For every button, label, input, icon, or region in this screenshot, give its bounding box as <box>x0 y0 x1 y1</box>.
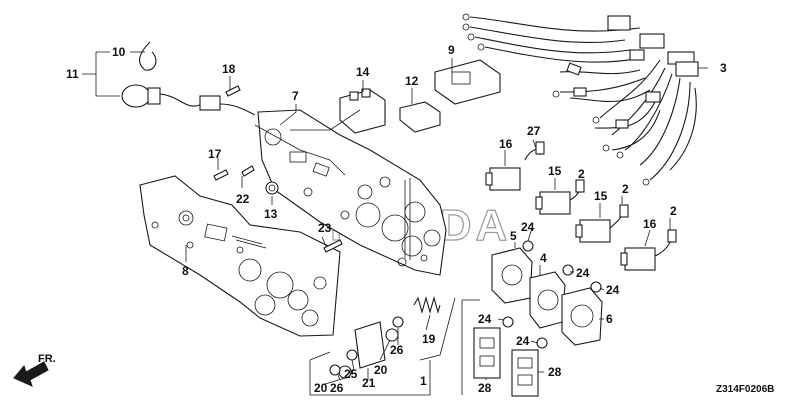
switch-with-cord <box>121 84 256 116</box>
grommet-13 <box>265 181 279 195</box>
callout-13: 13 <box>264 207 278 221</box>
receptacle-4 <box>529 271 566 329</box>
callout-16: 16 <box>499 137 513 151</box>
screw-23 <box>323 239 343 253</box>
callout-24: 24 <box>516 334 530 348</box>
callout-26: 26 <box>390 343 404 357</box>
front-label: FR. <box>38 353 56 365</box>
receptacle-5 <box>491 247 533 304</box>
callout-24: 24 <box>576 266 590 280</box>
callout-23: 23 <box>318 221 332 235</box>
callout-15: 15 <box>548 164 562 178</box>
nut-24 <box>502 240 602 349</box>
duplex-receptacle-28 <box>473 327 539 397</box>
wire-harness <box>462 13 699 186</box>
diagram-code: Z314F0206B <box>716 384 774 395</box>
screw-18 <box>225 85 241 97</box>
callout-24: 24 <box>521 220 535 234</box>
callout-1: 1 <box>420 374 427 388</box>
callout-16: 16 <box>643 217 657 231</box>
callout-28: 28 <box>478 381 492 395</box>
callout-6: 6 <box>606 312 613 326</box>
screw-17 <box>213 169 229 181</box>
callout-15: 15 <box>594 189 608 203</box>
callout-20: 20 <box>374 363 388 377</box>
screw-22 <box>241 165 255 177</box>
circuit-breaker-15-lower <box>575 204 629 243</box>
connector-9 <box>434 59 501 105</box>
nut-25 <box>346 349 358 361</box>
harness-clamp <box>139 41 157 71</box>
circuit-breaker-15-upper <box>535 179 585 215</box>
callout-21: 21 <box>362 376 376 390</box>
circuit-breaker-16-lower <box>620 229 677 271</box>
callout-9: 9 <box>448 43 455 57</box>
bracket-21 <box>354 321 386 369</box>
terminal-12 <box>399 101 441 133</box>
callout-10: 10 <box>112 45 126 59</box>
callout-20: 20 <box>314 381 328 395</box>
callout-5: 5 <box>510 229 517 243</box>
leader-lines <box>82 51 708 396</box>
callout-18: 18 <box>222 62 236 76</box>
callout-24: 24 <box>478 312 492 326</box>
spring-19 <box>413 295 441 315</box>
callout-labels: 1 2 2 2 3 4 5 6 7 8 9 10 11 12 13 14 15 … <box>66 43 727 395</box>
callout-17: 17 <box>208 147 222 161</box>
callout-26: 26 <box>330 381 344 395</box>
receptacle-6 <box>561 287 603 346</box>
callout-4: 4 <box>540 251 547 265</box>
callout-27: 27 <box>527 124 541 138</box>
callout-12: 12 <box>405 74 419 88</box>
callout-28: 28 <box>548 365 562 379</box>
callout-3: 3 <box>720 61 727 75</box>
callout-22: 22 <box>236 192 250 206</box>
callout-7: 7 <box>292 89 299 103</box>
washer-26 <box>329 316 404 376</box>
callout-11: 11 <box>66 67 79 81</box>
callout-24: 24 <box>606 283 620 297</box>
callout-2: 2 <box>622 182 629 196</box>
circuit-breaker-16-upper <box>485 167 521 191</box>
front-direction-arrow: FR. <box>13 353 56 387</box>
callout-2: 2 <box>670 204 677 218</box>
callout-25: 25 <box>344 367 358 381</box>
callout-19: 19 <box>422 332 436 346</box>
callout-2: 2 <box>578 167 585 181</box>
callout-14: 14 <box>356 65 370 79</box>
breaker-switch <box>339 88 386 134</box>
front-cover-plate <box>139 175 341 337</box>
callout-8: 8 <box>182 264 189 278</box>
